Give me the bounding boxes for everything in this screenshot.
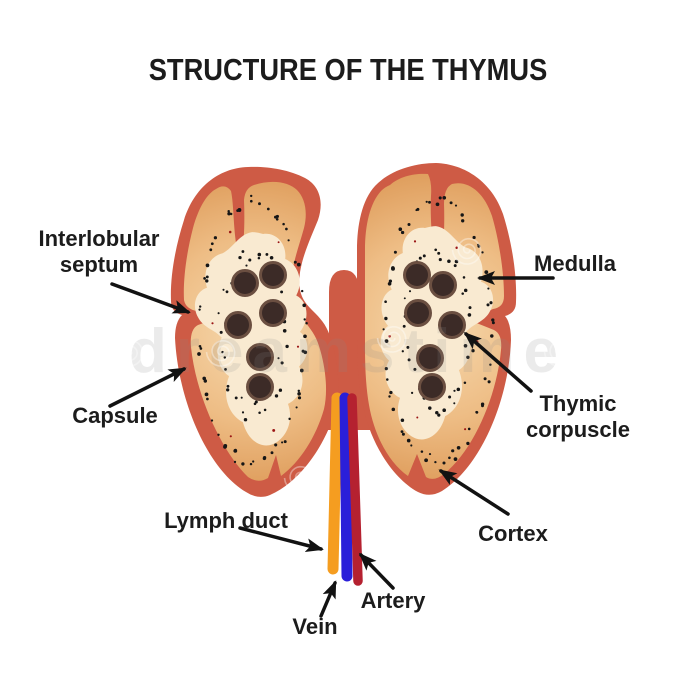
thymic-corpuscle — [438, 311, 466, 339]
label-cortex: Cortex — [478, 521, 548, 546]
watermark-spirals — [113, 237, 574, 493]
arrow-interlobular-septum — [110, 282, 191, 314]
artery-vessel — [347, 393, 363, 586]
arrows — [108, 271, 555, 618]
left-lobe — [170, 166, 339, 497]
thymic-corpuscle — [259, 261, 287, 289]
label-capsule: Capsule — [72, 403, 158, 428]
arrow-artery — [358, 552, 395, 590]
label-lymph-duct: Lymph duct — [164, 508, 288, 533]
arrow-vein — [319, 580, 337, 618]
thymic-corpuscle — [224, 311, 252, 339]
thymic-corpuscle — [246, 373, 274, 401]
thymic-corpuscle — [404, 299, 432, 327]
arrow-thymic-corpuscle — [463, 332, 533, 393]
thymic-corpuscle — [403, 261, 431, 289]
label-medulla: Medulla — [534, 251, 616, 276]
thymic-corpuscle — [416, 344, 444, 372]
thymic-corpuscle — [429, 271, 457, 299]
label-thymic-corpuscle: Thymic corpuscle — [526, 391, 630, 442]
arrow-cortex — [438, 469, 510, 516]
arrow-lymph-duct — [238, 526, 324, 553]
label-vein: Vein — [292, 614, 338, 639]
label-artery: Artery — [360, 588, 426, 613]
vein-vessel — [339, 392, 353, 582]
label-interlobular-septum: Interlobular septum — [38, 226, 160, 277]
vessels — [327, 392, 363, 586]
watermark: dreamstime dreamstime dreamstime — [129, 317, 567, 386]
lymph-duct-vessel — [327, 392, 343, 575]
arrow-capsule — [108, 367, 187, 408]
thymic-corpuscle — [259, 299, 287, 327]
thymic-corpuscles — [224, 261, 466, 401]
thymic-corpuscle — [418, 373, 446, 401]
page-title: STRUCTURE OF THE THYMUS — [148, 52, 548, 87]
thymic-corpuscle — [231, 269, 259, 297]
thymic-corpuscle — [246, 343, 274, 371]
watermark-text: dreamstime — [129, 317, 567, 386]
